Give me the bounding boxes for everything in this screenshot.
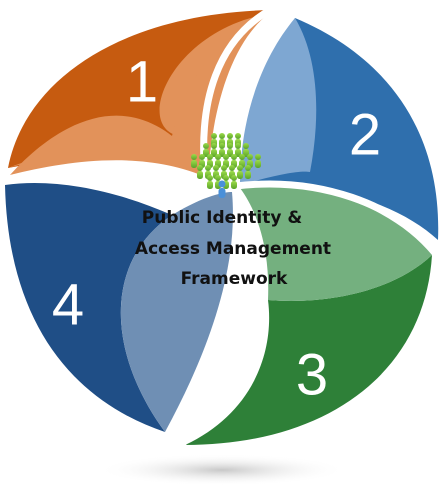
person-figure-head [215, 175, 221, 181]
segment-3-inner [240, 186, 432, 301]
separator-3 [177, 193, 261, 449]
person-figure-body [245, 171, 251, 179]
person-figure-head [235, 143, 241, 149]
person-figure-head [227, 143, 233, 149]
person-figure-head [207, 154, 213, 160]
person-figure-head [229, 165, 235, 171]
segment-4-number: 4 [52, 273, 84, 338]
person-figure-head [199, 154, 205, 160]
person-figure-head [213, 165, 219, 171]
person-figure-head [207, 175, 213, 181]
person-figure-head [205, 165, 211, 171]
person-figure-body [211, 149, 217, 157]
person-figure-head [235, 133, 241, 139]
person-figure-body [235, 149, 241, 157]
person-figure-body [197, 171, 203, 179]
segment-1-number: 1 [126, 50, 158, 115]
segment-4-outer [5, 183, 172, 432]
person-figure-body [191, 160, 197, 168]
segment-3-number: 3 [296, 343, 328, 408]
person-figure-body [237, 171, 243, 179]
center-label: Public Identity & Access Management Fram… [135, 208, 331, 289]
person-figure-head [255, 154, 261, 160]
person-figure-head [211, 133, 217, 139]
segment-2-number: 2 [349, 103, 381, 168]
center-label-line-1: Public Identity & [142, 208, 303, 228]
person-figure-head [221, 165, 227, 171]
person-figure-head [231, 154, 237, 160]
person-figure-head [203, 143, 209, 149]
person-figure-head [231, 175, 237, 181]
center-label-line-3: Framework [181, 269, 288, 289]
segment-3: 3 [185, 186, 432, 445]
person-figure-head [219, 143, 225, 149]
person-figure-head [243, 143, 249, 149]
person-figure-head [247, 154, 253, 160]
person-figure-head [237, 165, 243, 171]
person-figure-head [215, 154, 221, 160]
floor-shadow [97, 454, 347, 486]
person-figure-body [255, 160, 261, 168]
separator-1 [200, 6, 272, 178]
person-figure-head [197, 165, 203, 171]
person-figure-head [211, 143, 217, 149]
separator-4 [3, 167, 206, 184]
person-figure-head [191, 154, 197, 160]
person-figure-head [223, 175, 229, 181]
person-figure-body [227, 149, 233, 157]
people-group-icon [191, 133, 261, 198]
person-figure-head [223, 154, 229, 160]
person-figure-head [227, 133, 233, 139]
leader-figure-body [218, 188, 226, 198]
segment-3-outer [185, 255, 432, 445]
segment-2-inner [240, 18, 317, 185]
person-figure-body [219, 149, 225, 157]
leader-figure-head [218, 180, 226, 188]
person-figure-head [245, 165, 251, 171]
person-figure-head [239, 154, 245, 160]
person-figure-body [207, 181, 213, 189]
center-label-line-2: Access Management [135, 239, 331, 259]
person-figure-body [203, 149, 209, 157]
separator-2 [235, 180, 438, 253]
segment-4: 4 [5, 183, 233, 432]
person-figure-body [243, 149, 249, 157]
segment-4-inner [120, 192, 233, 432]
person-figure-head [219, 133, 225, 139]
person-figure-body [231, 181, 237, 189]
